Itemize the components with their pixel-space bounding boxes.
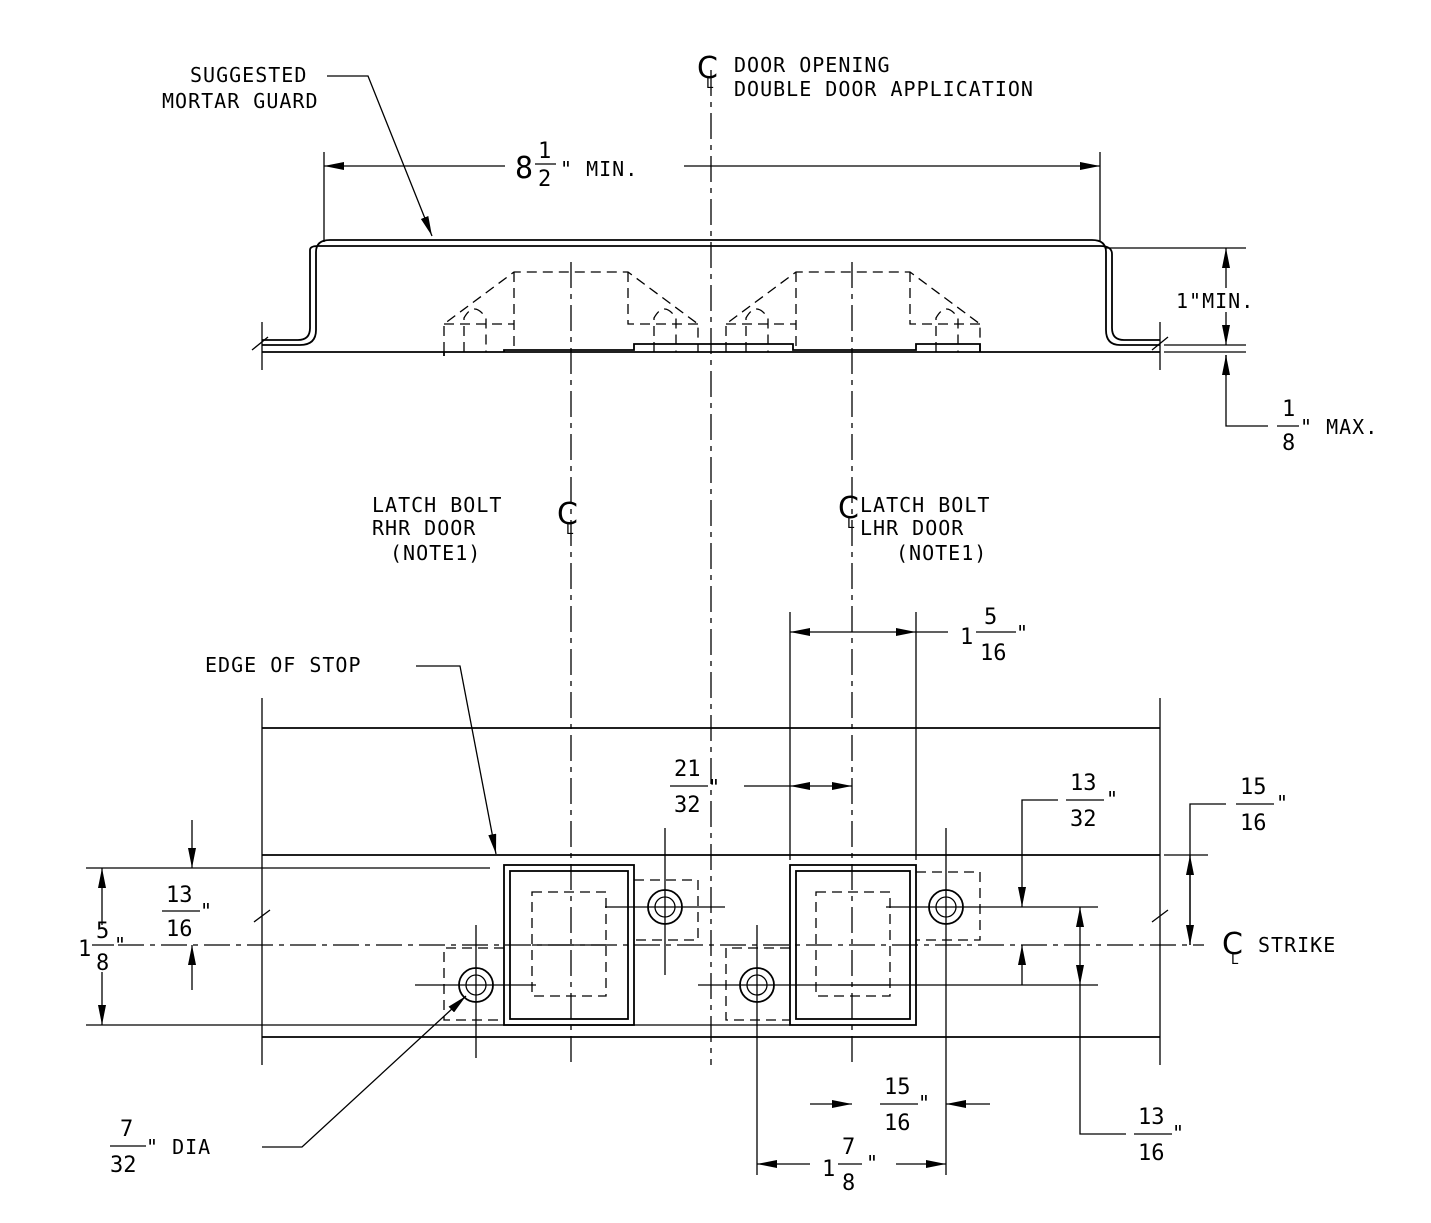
dim-13-16-right-leader [1079,985,1126,1135]
dim-1-7-8-label: 1 7 8 " [822,1135,879,1196]
svg-text:32: 32 [674,793,701,818]
strike-centerline-sub: L [1231,953,1239,968]
dim-13-16-right-label: 13 16 " [1134,1105,1185,1166]
dim-1-5-16-label: 1 5 16 " [960,605,1029,666]
hole-dia-leader [262,995,467,1148]
rhr-latch-label: LATCH BOLT [372,493,502,517]
svg-text:16: 16 [1240,811,1267,836]
lhr-centerline-sub: L [847,517,855,532]
svg-text:": " [708,775,721,799]
svg-text:": " [1172,1121,1185,1145]
dim-15-16-leader [1189,803,1226,945]
centerline-symbol-sub: L [706,77,714,92]
screw-hole-rhr-lower [415,925,536,1058]
svg-text:1: 1 [1282,397,1295,422]
rhr-note-label: (NOTE1) [390,541,481,565]
front-elevation-view: LATCH BOLT RHR DOOR (NOTE1) C L C L LATC… [78,491,1336,1196]
svg-text:8: 8 [515,151,533,186]
dim-15-16-bottom-label: 15 16 " [880,1075,931,1136]
lhr-centerline-symbol: C [838,491,859,526]
width-dimension-label: 8 1 2 " MIN. [515,139,638,192]
lhr-door-label: LHR DOOR [860,516,964,540]
svg-text:13: 13 [1138,1105,1165,1130]
svg-text:" MAX.: " MAX. [1300,415,1378,439]
strike-label: STRIKE [1258,933,1336,957]
svg-text:5: 5 [96,919,109,944]
svg-text:21: 21 [674,757,701,782]
centerline-symbol: C [697,51,718,86]
screw-hole-lhr-lower [698,925,1098,1175]
svg-text:13: 13 [1070,771,1097,796]
svg-text:": " [1016,621,1029,645]
svg-text:16: 16 [1138,1141,1165,1166]
depth-label: 1"MIN. [1176,289,1254,313]
strike-centerline-symbol: C [1222,927,1243,962]
svg-text:": " [918,1091,931,1115]
rhr-centerline-symbol: C [557,497,578,532]
svg-text:": " [114,933,127,957]
rhr-centerline-sub: L [566,523,574,538]
edge-of-stop-leader [416,665,497,855]
svg-text:": " [1276,791,1289,815]
svg-text:1: 1 [78,937,91,962]
dim-1-5-8-label: 1 5 8 " [78,919,127,976]
screw-hole-rhr-upper [605,828,725,975]
gap-leader [1225,355,1268,427]
dim-13-32-leader [1018,799,1058,907]
strike-plate-bottom-edge [443,343,981,356]
lhr-note-label: (NOTE1) [896,541,987,565]
hole-dia-label: 7 32 " DIA [110,1117,211,1178]
mortar-guard-inner [262,245,1160,341]
svg-text:5: 5 [984,605,997,630]
break-right-front [1151,909,1169,923]
hidden-strike-left [443,262,699,1065]
mortar-guard-leader [327,75,433,237]
double-door-label: DOUBLE DOOR APPLICATION [734,77,1034,101]
svg-text:": " [866,1151,879,1175]
mortar-guard-outer [262,239,1160,346]
svg-text:8: 8 [96,951,109,976]
top-section-view: C L DOOR OPENING DOUBLE DOOR APPLICATION… [162,51,1378,1065]
svg-text:7: 7 [842,1135,855,1160]
svg-text:8: 8 [1282,431,1295,456]
svg-text:7: 7 [120,1117,133,1142]
svg-text:": " [200,899,213,923]
dim-13-16-left-label: 13 16 " [162,883,213,942]
door-opening-label: DOOR OPENING [734,53,891,77]
svg-text:16: 16 [980,641,1007,666]
mortar-guard-label-1: SUGGESTED [190,63,307,87]
break-left-top [251,336,269,351]
svg-text:32: 32 [110,1153,137,1178]
mortar-guard-label-2: MORTAR GUARD [162,89,319,113]
svg-text:" DIA: " DIA [146,1135,211,1159]
svg-text:16: 16 [166,917,193,942]
svg-text:" MIN.: " MIN. [560,157,638,181]
break-left-front [253,909,271,923]
lhr-latch-label: LATCH BOLT [860,493,990,517]
dim-13-32-label: 13 32 " [1066,771,1119,832]
svg-text:1: 1 [960,625,973,650]
rhr-door-label: RHR DOOR [372,516,476,540]
svg-text:15: 15 [1240,775,1267,800]
gap-dimension-label: 1 8 " MAX. [1277,397,1378,456]
svg-text:13: 13 [166,883,193,908]
dim-21-32-label: 21 32 " [670,757,721,818]
svg-text:15: 15 [884,1075,911,1100]
svg-text:2: 2 [538,167,551,192]
hidden-strike-right [725,262,981,1065]
svg-text:16: 16 [884,1111,911,1136]
svg-text:32: 32 [1070,807,1097,832]
edge-of-stop-label: EDGE OF STOP [205,653,362,677]
svg-text:1: 1 [538,139,551,164]
svg-text:1: 1 [822,1157,835,1182]
svg-text:": " [1106,787,1119,811]
svg-text:8: 8 [842,1171,855,1196]
dim-15-16-right-label: 15 16 " [1236,775,1289,836]
screw-hole-lhr-upper [886,828,1098,1175]
